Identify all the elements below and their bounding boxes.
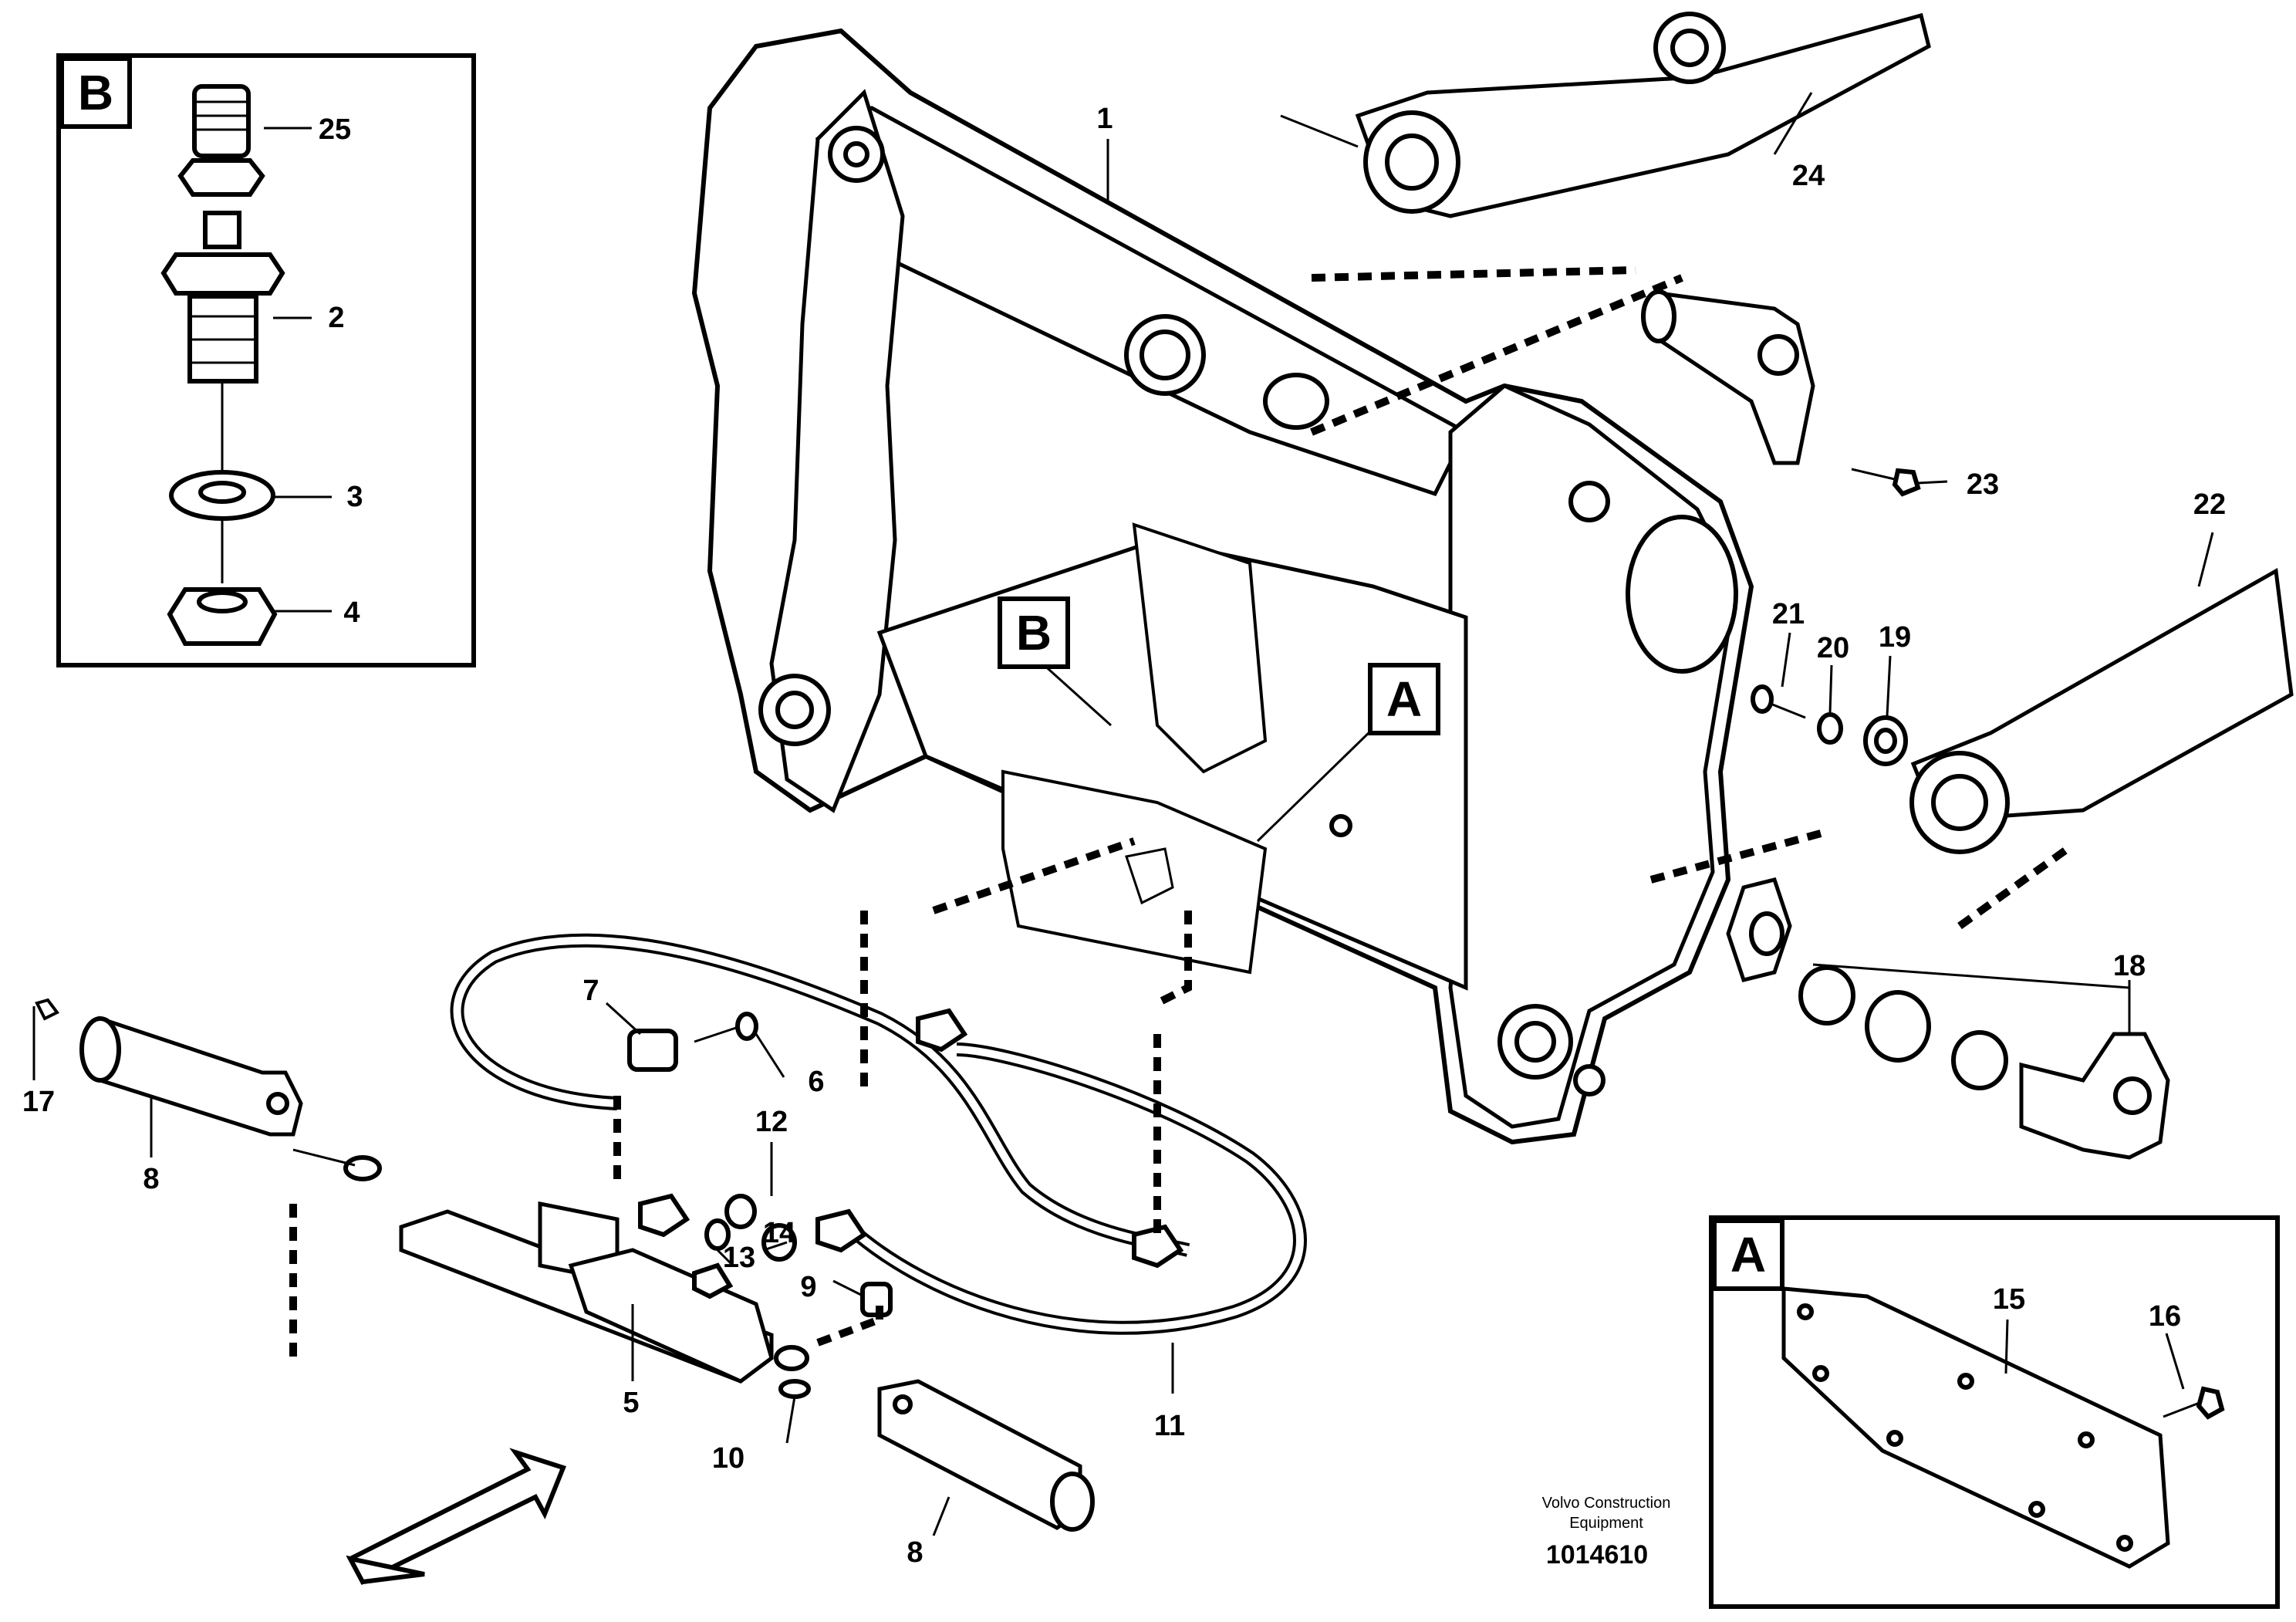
label-10: 10 [712, 1442, 745, 1475]
cylinder-5-drawing [292, 1148, 774, 1384]
label-11: 11 [1154, 1410, 1185, 1442]
pin-8-right-drawing [877, 1379, 1095, 1532]
label-22: 22 [2193, 488, 2226, 521]
label-19: 19 [1879, 621, 1911, 654]
label-15: 15 [1993, 1283, 2025, 1316]
footer-code: 1014610 [1546, 1540, 1648, 1570]
callout-b-letter: B [1016, 605, 1052, 661]
footer-line-2: Equipment [1569, 1515, 1643, 1532]
label-5: 5 [623, 1387, 639, 1419]
fitting-25-drawing [177, 84, 265, 197]
callout-b: B [998, 596, 1070, 669]
pin-8-left-drawing [32, 998, 303, 1137]
detail-a-letter: A [1730, 1227, 1766, 1282]
label-4: 4 [343, 596, 360, 629]
washer-3-drawing [169, 470, 275, 521]
label-18: 18 [2113, 950, 2146, 982]
label-7: 7 [582, 975, 599, 1007]
label-20: 20 [1817, 632, 1849, 664]
boom-arm-24-drawing [1280, 12, 1931, 218]
detail-b-letter: B [78, 65, 113, 120]
dashed-assembly-lines [289, 266, 2070, 1358]
footer-line-1: Volvo Construction [1542, 1495, 1671, 1512]
label-17: 17 [22, 1086, 55, 1118]
label-14: 14 [763, 1217, 795, 1249]
upper-pin-drawing [1641, 289, 1815, 465]
label-21: 21 [1772, 598, 1805, 630]
leader-lines [150, 92, 2214, 1536]
fittings-12-13-14-drawing [638, 1193, 868, 1299]
label-13: 13 [723, 1242, 755, 1274]
coupler-frame-drawing [691, 28, 1754, 1145]
callout-a: A [1368, 663, 1440, 735]
detail-b-inset: B [56, 53, 476, 667]
bushing-19-20-21-drawing [1751, 684, 1908, 766]
label-9: 9 [800, 1271, 816, 1303]
label-12: 12 [755, 1106, 788, 1138]
label-3: 3 [346, 481, 363, 513]
footer-credit: Volvo Construction Equipment 1014610 [1542, 1495, 1671, 1570]
bolt-23-drawing [1851, 468, 1921, 497]
bolt-6-sleeve-7-drawing [627, 1012, 758, 1072]
label-23: 23 [1967, 468, 1999, 501]
part-labels: 1 2 3 4 5 6 7 8 8 9 10 11 12 13 14 15 16… [22, 103, 2226, 1569]
lower-pin-18-drawing [1726, 877, 2170, 1160]
boom-arm-22-drawing [1909, 567, 2294, 854]
hose-11-drawing [450, 933, 1307, 1335]
label-1: 1 [1096, 103, 1113, 135]
detail-a-inset: A [1709, 1215, 2280, 1609]
nut-4-drawing [167, 587, 278, 646]
label-6: 6 [808, 1066, 824, 1098]
label-25: 25 [319, 113, 351, 146]
label-16: 16 [2149, 1300, 2181, 1333]
label-8-left: 8 [143, 1163, 159, 1195]
label-2: 2 [328, 302, 344, 334]
label-8-right: 8 [907, 1536, 923, 1569]
label-24: 24 [1792, 160, 1825, 192]
fitting-2-drawing [160, 211, 285, 384]
callout-a-letter: A [1386, 671, 1422, 727]
direction-arrow [346, 1448, 566, 1585]
washer-10-bolt-9-drawing [774, 1282, 893, 1399]
